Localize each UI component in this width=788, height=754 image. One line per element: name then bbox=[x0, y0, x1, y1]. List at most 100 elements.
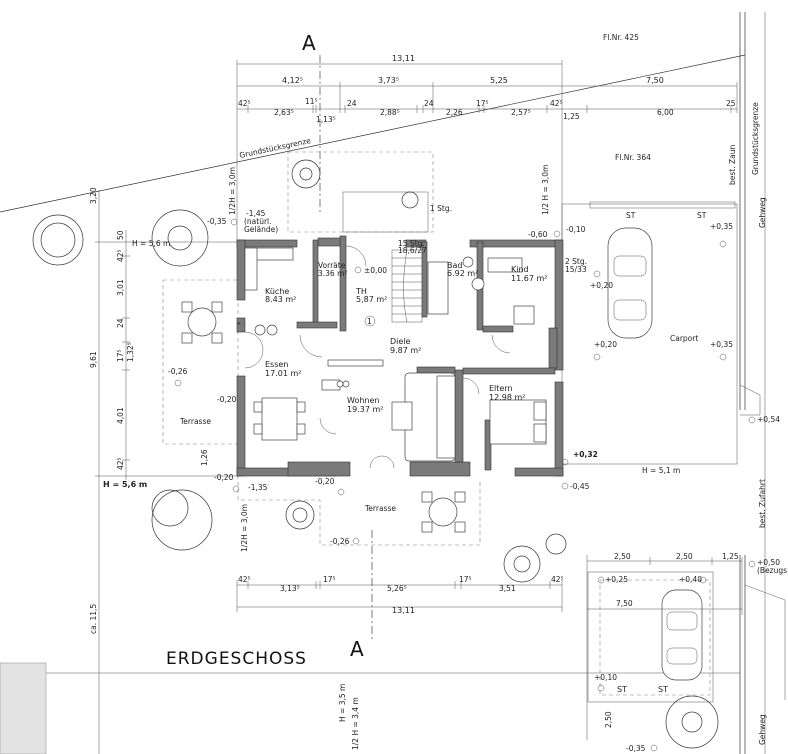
dim-top-r3-11: 6,00 bbox=[657, 108, 674, 117]
section-mark-top: A bbox=[302, 31, 316, 55]
dim-bottom-1: 42⁵ bbox=[238, 575, 251, 584]
dim-top-r3-1: 42⁵ bbox=[238, 99, 251, 108]
level-040: +0,40 bbox=[679, 575, 702, 584]
dim-top-r3-2: 2,63⁵ bbox=[274, 108, 294, 117]
level-n026a: -0,26 bbox=[168, 367, 188, 376]
level-n020c: -0,20 bbox=[315, 477, 335, 486]
entrance-canopy bbox=[342, 191, 429, 233]
dim-top-r3-12: 25 bbox=[726, 99, 736, 108]
dim-left-inner-3: 3,01 bbox=[116, 279, 125, 296]
car-carport bbox=[607, 227, 653, 339]
dim-bottom-right-1: 2,50 bbox=[614, 552, 631, 561]
dim-left-outer-2: 9,61 bbox=[89, 351, 98, 368]
room-area-wohnen: 19.37 m² bbox=[347, 405, 383, 414]
stair-ratio: 18,6/27 bbox=[398, 246, 427, 255]
level-n010: -0,10 bbox=[566, 225, 586, 234]
room-area-kind: 11.67 m² bbox=[511, 274, 547, 283]
level-gelaende: Gelände) bbox=[244, 225, 278, 234]
st-label-3: ST bbox=[617, 685, 627, 694]
neighbor-building bbox=[0, 662, 47, 754]
dim-left-inner-4: 24 bbox=[116, 318, 125, 328]
terrace-left-label: Terrasse bbox=[179, 417, 211, 426]
room-name-kueche: Küche bbox=[265, 287, 289, 296]
room-name-eltern: Eltern bbox=[489, 384, 513, 393]
st-label-2: ST bbox=[697, 211, 707, 220]
parcel-label-top: Fl.Nr. 425 bbox=[603, 33, 639, 42]
level-marker-symbols bbox=[174, 218, 756, 752]
room-area-vorraete: 3.36 m² bbox=[318, 269, 347, 278]
driveway-gate bbox=[739, 384, 761, 416]
dim-top-r3-6: 24 bbox=[424, 99, 434, 108]
path-label-top: Gehweg bbox=[758, 197, 767, 228]
level-010: +0,10 bbox=[594, 673, 617, 682]
dim-top-r3-7: 2,26 bbox=[446, 108, 463, 117]
dim-left-inner-7: 4,01 bbox=[116, 407, 125, 424]
dim-bottom-overall: 13,11 bbox=[392, 606, 415, 615]
dim-top-r3-3: 11⁵ bbox=[305, 97, 318, 106]
fence-label: best. Zaun bbox=[728, 145, 737, 185]
dim-bottom-7: 42⁵ bbox=[551, 575, 564, 584]
room-area-bad: 6.92 m² bbox=[447, 269, 478, 278]
room-name-kind: Kind bbox=[511, 265, 529, 274]
level-020: +0,20 bbox=[590, 281, 613, 290]
steps-label-top: 1 Stg. bbox=[430, 204, 452, 213]
doors bbox=[244, 245, 511, 469]
property-boundary-line bbox=[0, 54, 746, 213]
dim-top-r3-4: 24 bbox=[347, 99, 357, 108]
room-name-bad: Bad bbox=[447, 261, 462, 270]
dim-left-inner-2: 42⁵ bbox=[116, 249, 125, 262]
dim-carport2: 7,50 bbox=[616, 599, 633, 608]
height-h51: H = 5,1 m bbox=[642, 466, 680, 475]
dim-top-r3-9: 2,57⁵ bbox=[511, 108, 531, 117]
dim-bottom-right-3: 1,25 bbox=[722, 552, 739, 561]
height-h30-a: 1/2H = 3,0m bbox=[228, 167, 237, 215]
height-h30-c: 1/2H = 3,0m bbox=[240, 504, 249, 552]
height-h35: H = 3,5 m bbox=[338, 684, 347, 722]
level-000: ±0,00 bbox=[364, 266, 387, 275]
terrace-bottom-label: Terrasse bbox=[364, 504, 396, 513]
dim-top-overall: 13,11 bbox=[392, 54, 415, 63]
dim-bottom-5: 17⁵ bbox=[459, 575, 472, 584]
dim-left-inner-8: 42⁵ bbox=[116, 457, 125, 470]
interior-walls bbox=[237, 235, 558, 471]
height-h56-top: H = 5,6 m bbox=[132, 239, 170, 248]
bottom-dimension-chains bbox=[236, 555, 743, 740]
dim-top-r2-3: 5,25 bbox=[490, 76, 508, 85]
level-050: +0,50 bbox=[757, 558, 780, 567]
dim-bottom-2: 3,13⁵ bbox=[280, 584, 300, 593]
level-natural: (natürl. bbox=[244, 217, 272, 226]
tree-icon-group bbox=[32, 159, 719, 749]
level-025: +0,25 bbox=[605, 575, 628, 584]
room-name-diele: Diele bbox=[390, 337, 411, 346]
dim-bottom-3: 17⁵ bbox=[323, 575, 336, 584]
dim-left-other: 1,26 bbox=[200, 449, 209, 466]
two-steps-ratio: 15/33 bbox=[565, 265, 587, 274]
drawing-title: ERDGESCHOSS bbox=[166, 649, 307, 669]
room-area-essen: 17.01 m² bbox=[265, 369, 301, 378]
level-032: +0,32 bbox=[573, 450, 598, 459]
room-name-essen: Essen bbox=[265, 360, 288, 369]
boundary-label-right: Grundstücksgrenze bbox=[751, 102, 760, 175]
dim-bottom-side: 2,50 bbox=[604, 711, 613, 728]
stair-label: 15 Stg. bbox=[398, 239, 425, 248]
carport2-outline bbox=[587, 571, 714, 703]
dim-top-r2-1: 4,12⁵ bbox=[282, 76, 303, 85]
level-035a: +0,35 bbox=[710, 222, 733, 231]
carport-beam bbox=[589, 201, 736, 209]
level-n060: -0,60 bbox=[528, 230, 548, 239]
height-h56-bottom: H = 5,6 m bbox=[103, 480, 147, 489]
driveway-label: best. Zufahrt bbox=[758, 479, 767, 528]
dim-top-r2-2: 3,73⁵ bbox=[378, 76, 399, 85]
terrace-bottom-area bbox=[237, 475, 481, 546]
boundary-label-left: Grundstücksgrenze bbox=[239, 136, 312, 160]
level-n035b: -0,35 bbox=[626, 744, 646, 753]
dim-top-r3-10: 42⁵ bbox=[550, 99, 563, 108]
dim-left-outer-3: ca. 11,5 bbox=[89, 604, 98, 634]
dim-left-inner-6: 1,32⁵ bbox=[126, 342, 135, 362]
room-area-diele: 9.87 m² bbox=[390, 346, 421, 355]
room-area-kueche: 8.43 m² bbox=[265, 295, 296, 304]
level-n026b: -0,26 bbox=[330, 537, 350, 546]
driveway-curve bbox=[744, 584, 786, 700]
furniture bbox=[181, 247, 547, 533]
